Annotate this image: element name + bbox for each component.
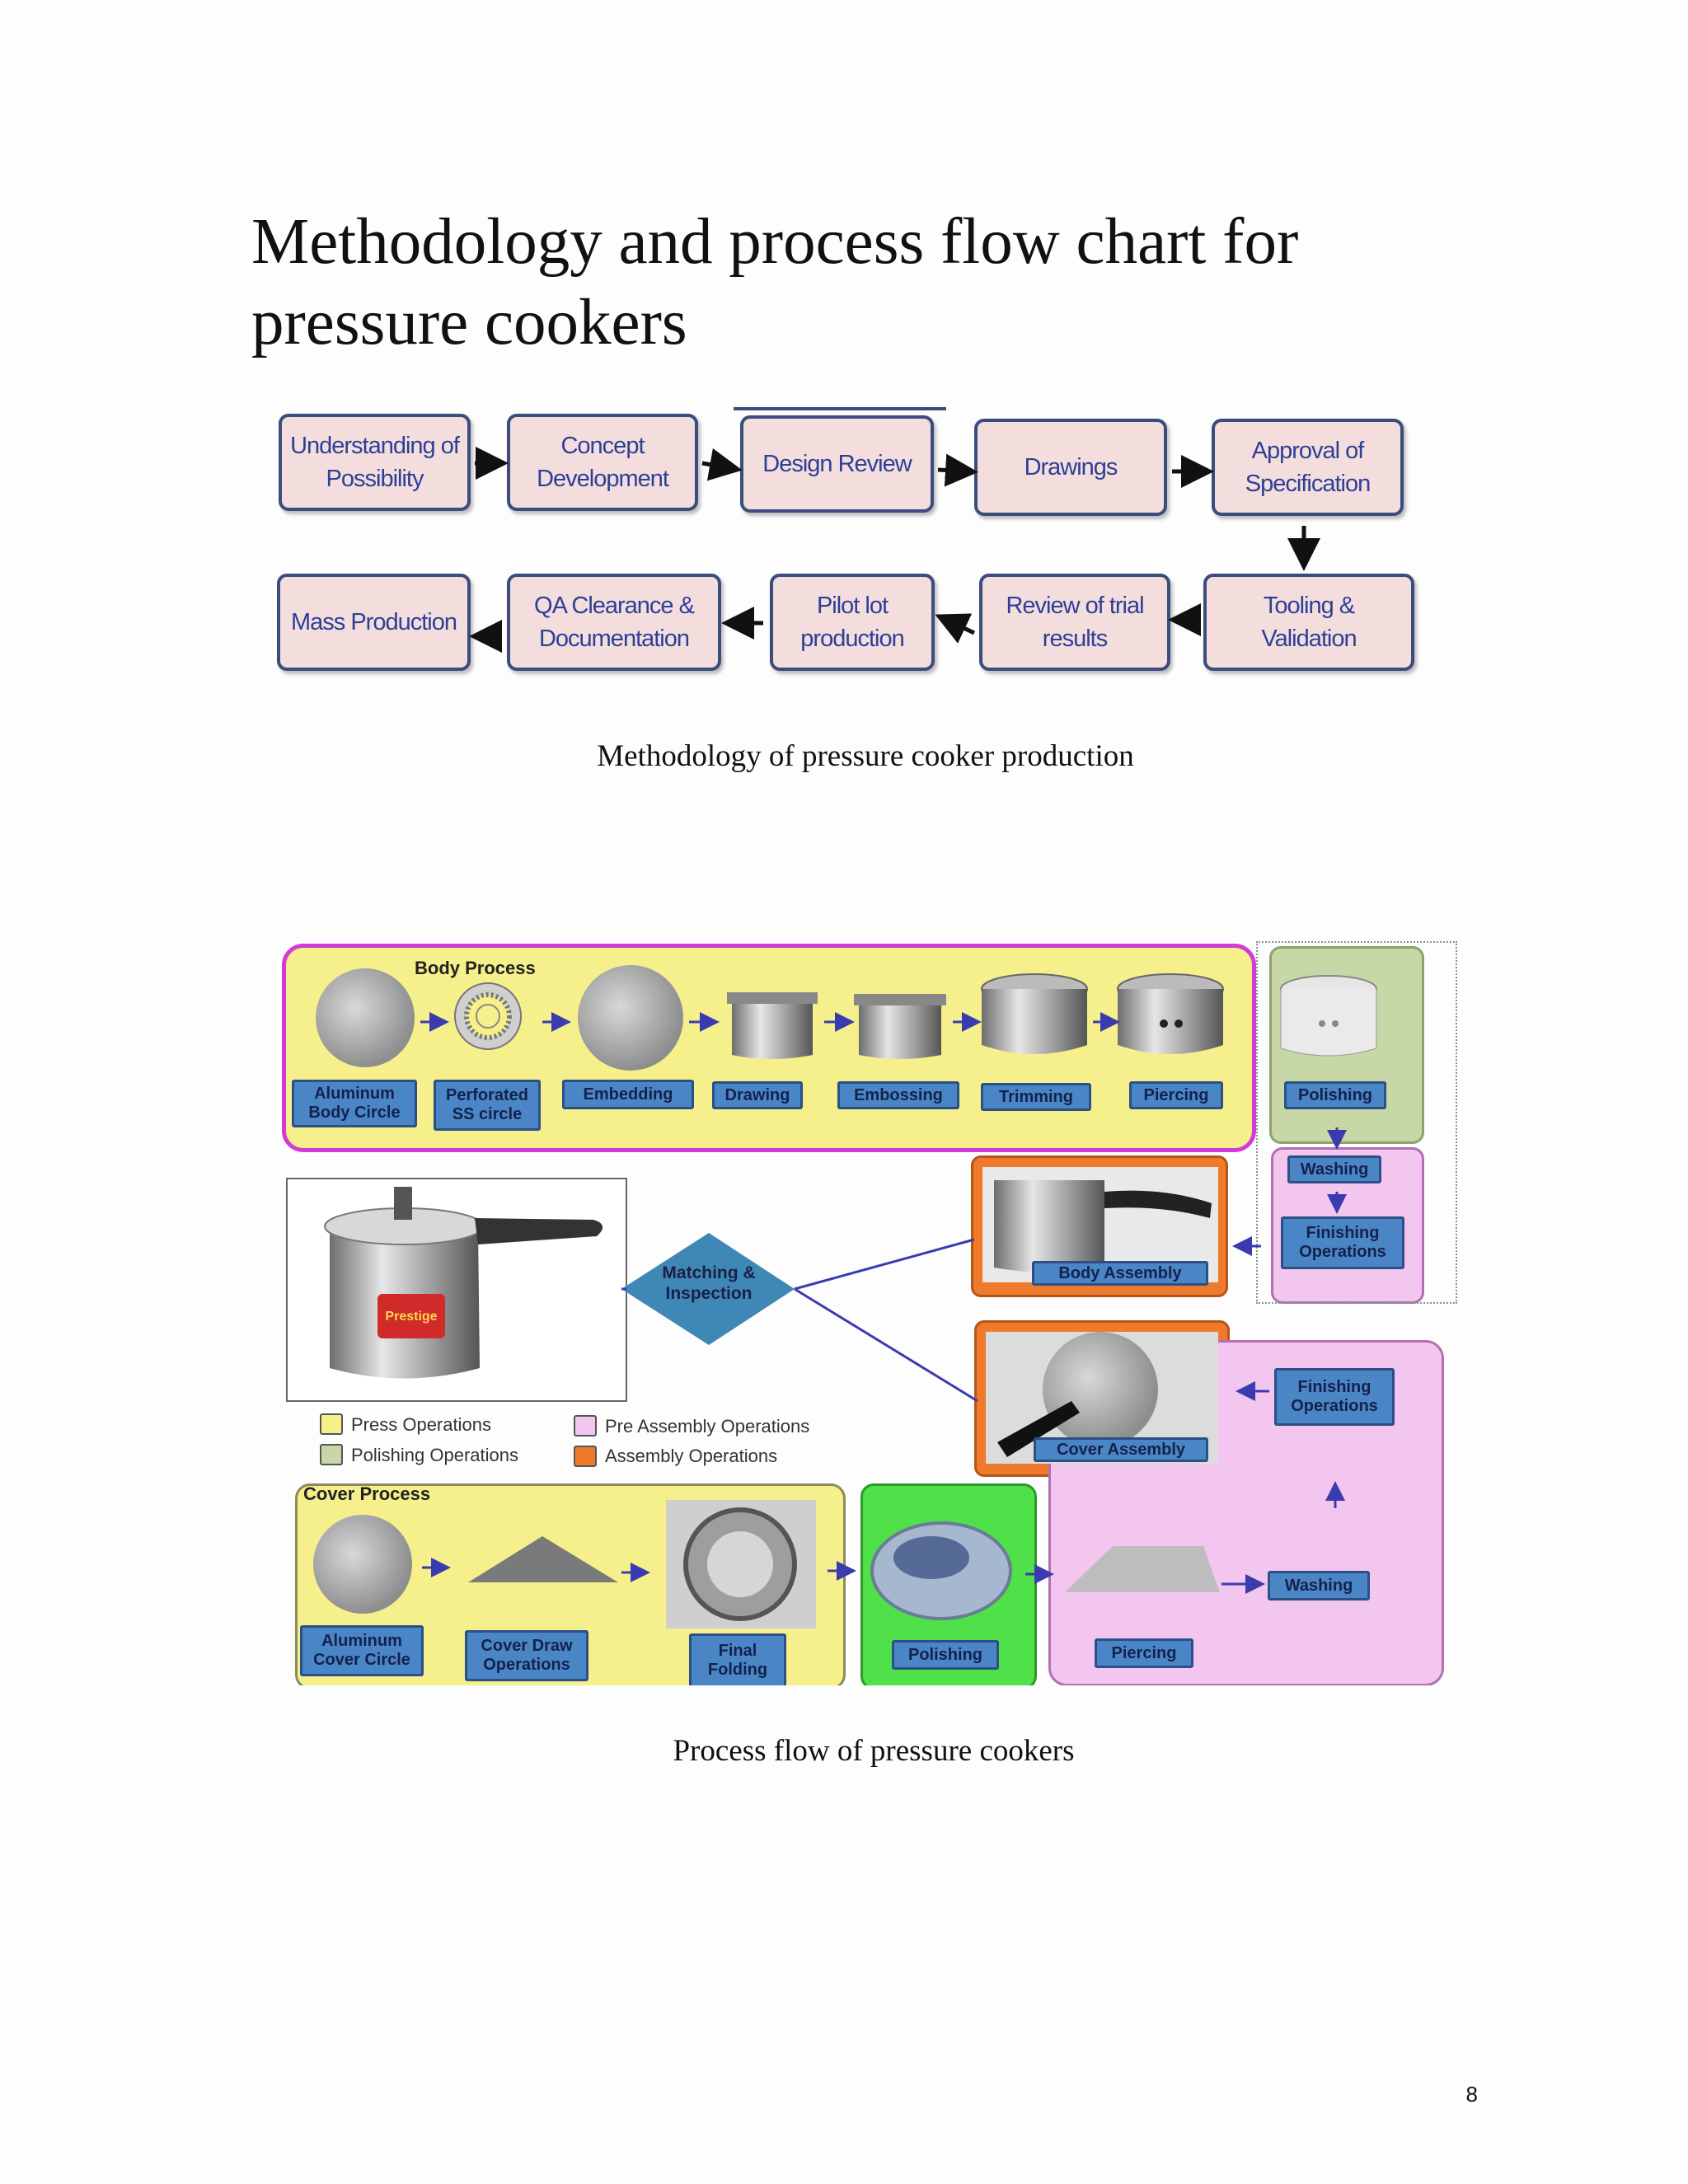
step-design-review: Design Review (740, 415, 934, 513)
caption-process-flow: Process flow of pressure cookers (673, 1734, 1075, 1768)
piercing-image (1117, 973, 1224, 1054)
step-tooling-validation: Tooling & Validation (1203, 574, 1414, 671)
label-cover-polishing: Polishing (892, 1640, 999, 1670)
flowchart-top-rule (734, 407, 946, 410)
label-washing: Washing (1287, 1155, 1381, 1183)
step-drawings: Drawings (974, 419, 1167, 516)
page-title: Methodology and process flow chart for p… (251, 202, 1488, 363)
legend-assembly-operations: Assembly Operations (605, 1446, 778, 1466)
trimming-image (981, 973, 1088, 1054)
cover-piercing-image (1065, 1546, 1220, 1592)
label-cover-piercing: Piercing (1095, 1638, 1193, 1668)
embossing-image (854, 994, 946, 1059)
legend-pre-assembly-operations: Pre Assembly Operations (605, 1416, 810, 1436)
page-title-line-2: pressure cookers (251, 287, 687, 359)
arrow-3-4 (937, 453, 978, 487)
dotted-frame (1256, 941, 1457, 1304)
legend-press-operations: Press Operations (351, 1414, 491, 1435)
pressure-cooker-image: Prestige (286, 1178, 627, 1402)
caption-methodology: Methodology of pressure cooker productio… (597, 739, 1134, 773)
perforated-ss-circle-image (454, 982, 522, 1050)
polishing-image (1280, 975, 1377, 1057)
cover-polishing-image (870, 1521, 1012, 1620)
label-drawing: Drawing (712, 1081, 803, 1109)
cover-draw-image (468, 1536, 618, 1582)
page-number: 8 (1465, 2082, 1478, 2107)
page-title-line-1: Methodology and process flow chart for (251, 206, 1299, 278)
final-folding-image (666, 1500, 816, 1629)
arrow-9-8 (935, 613, 976, 644)
label-trimming: Trimming (981, 1083, 1091, 1111)
methodology-arrows (469, 447, 1320, 653)
cooker-brand-label: Prestige (385, 1310, 437, 1324)
body-process-title: Body Process (415, 958, 536, 978)
legend-swatch-polishing (320, 1444, 343, 1465)
legend-swatch-assembly (574, 1446, 597, 1467)
arrow-2-3 (701, 448, 743, 481)
matching-inspection-label: Matching &Inspection (662, 1263, 756, 1303)
label-polishing: Polishing (1284, 1081, 1386, 1109)
label-cover-washing: Washing (1268, 1571, 1370, 1601)
drawing-image (727, 992, 818, 1059)
aluminum-cover-circle-image (313, 1515, 412, 1614)
embedding-image (578, 965, 683, 1071)
process-artwork: Prestige (286, 965, 1377, 1629)
matching-inspection-diamond (621, 1233, 795, 1345)
cover-process-title: Cover Process (303, 1483, 431, 1504)
matching-to-body-assembly-line (794, 1238, 975, 1291)
label-piercing: Piercing (1129, 1081, 1223, 1109)
label-embedding: Embedding (562, 1080, 694, 1109)
aluminum-body-circle-image (316, 968, 415, 1067)
label-cover-assembly: Cover Assembly (1034, 1437, 1208, 1462)
legend-polishing-operations: Polishing Operations (351, 1445, 519, 1465)
label-body-assembly: Body Assembly (1032, 1261, 1208, 1286)
legend-swatch-press (320, 1413, 343, 1435)
process-flow-figure: Body Process Cover Process (280, 940, 1459, 1685)
step-qa-clearance-documentation: QA Clearance &Documentation (507, 574, 721, 671)
label-embossing: Embossing (837, 1081, 959, 1109)
legend-swatch-pre-assembly (574, 1415, 597, 1436)
matching-to-cover-assembly-line (794, 1287, 978, 1403)
